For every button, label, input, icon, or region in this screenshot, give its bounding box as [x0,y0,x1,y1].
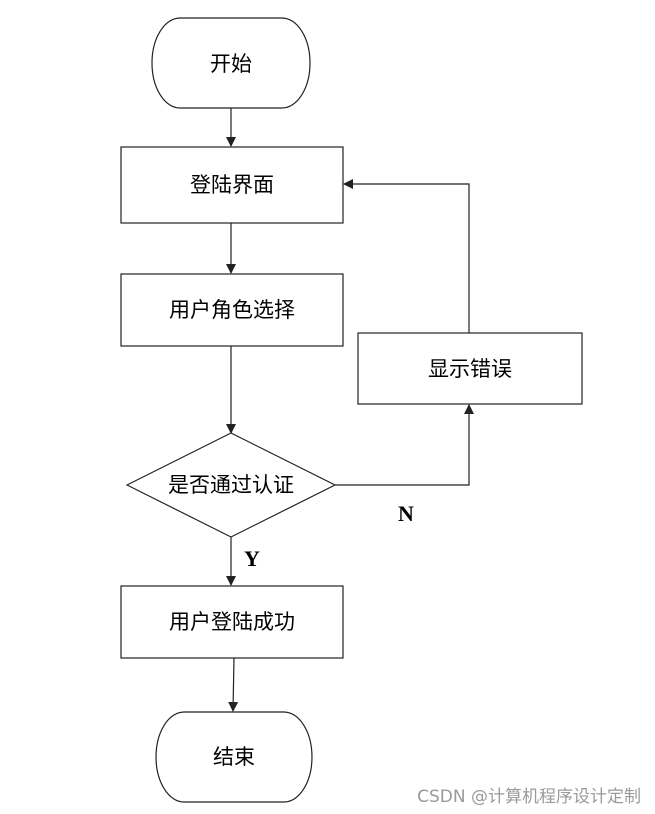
show-error-label: 显示错误 [428,357,512,381]
role-select-box: 用户角色选择 [120,273,344,347]
edge-auth-to-error [335,404,474,486]
show-error-box: 显示错误 [357,332,583,405]
login-page-box: 登陆界面 [120,146,344,224]
edge-label-no: N [398,501,414,526]
login-page-label: 登陆界面 [190,173,274,197]
csdn-watermark: CSDN @计算机程序设计定制 [417,787,641,807]
edge-error-to-login [343,179,470,333]
start-terminal: 开始 [151,17,311,109]
edge-success-to-end [228,657,239,712]
start-label: 开始 [210,52,252,76]
auth-check-decision: 是否通过认证 [125,432,337,538]
auth-check-label: 是否通过认证 [168,473,294,497]
end-terminal: 结束 [155,711,313,803]
edge-label-yes: Y [244,546,260,571]
login-success-box: 用户登陆成功 [120,585,344,659]
end-label: 结束 [213,745,255,769]
login-success-label: 用户登陆成功 [169,610,295,634]
role-select-label: 用户角色选择 [169,298,295,322]
